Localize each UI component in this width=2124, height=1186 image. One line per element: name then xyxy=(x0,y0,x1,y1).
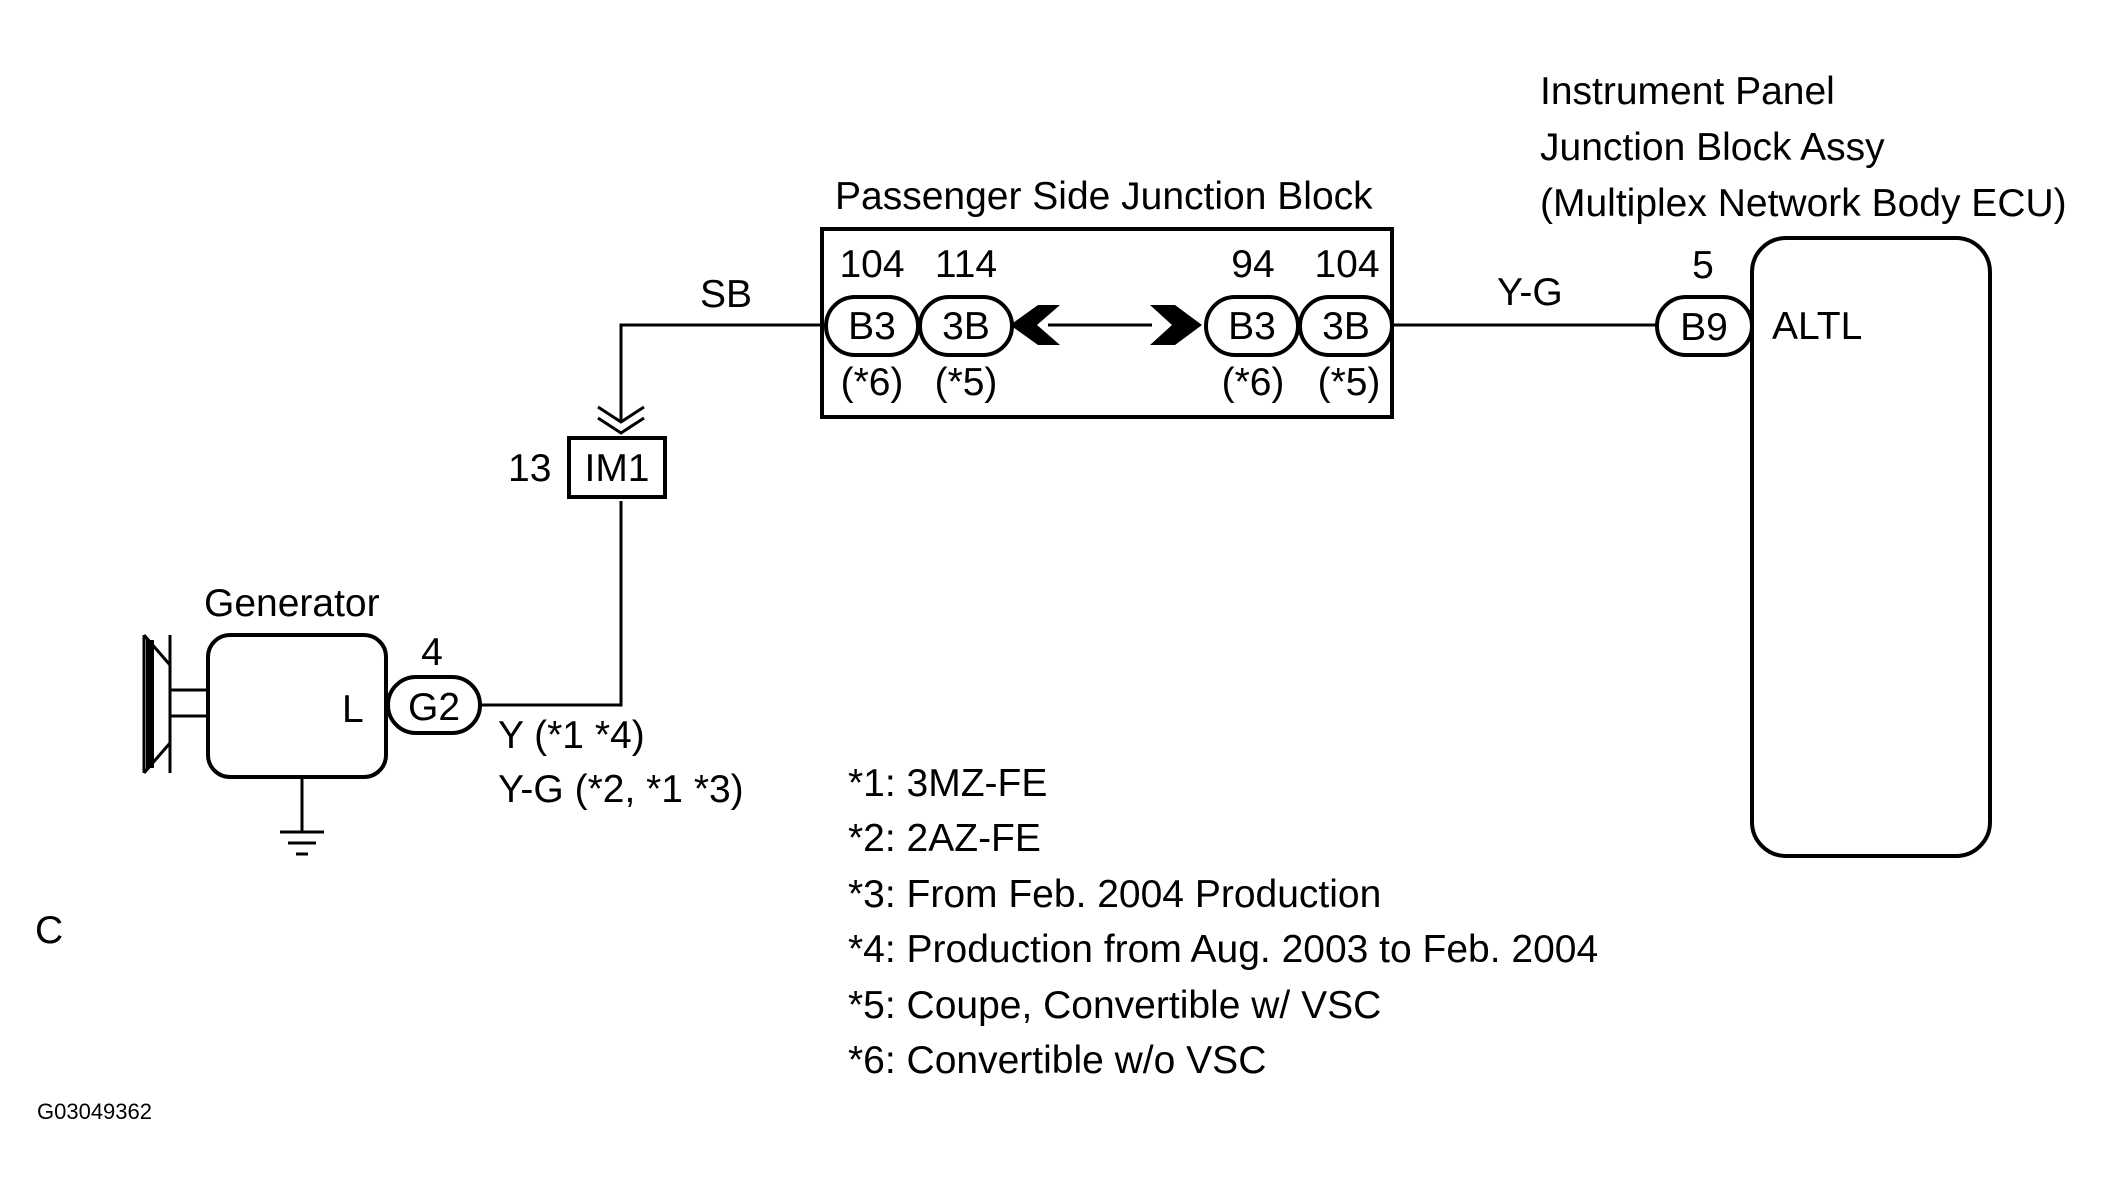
footnote-3: *3: From Feb. 2004 Production xyxy=(848,873,1381,916)
ecu-title-line1: Instrument Panel xyxy=(1540,70,1835,113)
junction-block: Passenger Side Junction Block 104 114 B3… xyxy=(820,175,1394,419)
jb-left-pin-1: 104 xyxy=(839,243,904,286)
connector-b9-label: B9 xyxy=(1680,306,1728,349)
ecu-terminal-altl: ALTL xyxy=(1772,305,1862,348)
jb-left-connector-2-label: 3B xyxy=(942,305,990,348)
jb-right-pin-1: 94 xyxy=(1231,243,1274,286)
connector-im1 xyxy=(567,436,667,499)
connector-im1-label: IM1 xyxy=(584,447,649,490)
jb-right-note-1: (*6) xyxy=(1222,361,1285,404)
footnote-5: *5: Coupe, Convertible w/ VSC xyxy=(848,984,1381,1027)
wire-generator xyxy=(480,501,623,707)
im1-chevron-icon-1 xyxy=(597,405,645,424)
wire-label-yg: Y-G xyxy=(1497,271,1563,314)
jb-right-pin-2: 104 xyxy=(1314,243,1379,286)
footnote-4: *4: Production from Aug. 2003 to Feb. 20… xyxy=(848,928,1598,971)
connector-g2-label: G2 xyxy=(408,686,460,729)
jb-left-pin-2: 114 xyxy=(935,243,997,286)
wire-label-generator-2: Y-G (*2, *1 *3) xyxy=(498,768,744,811)
jb-left-note-1: (*6) xyxy=(841,361,904,404)
im1-chevron-icon-2 xyxy=(597,416,645,435)
connector-g2 xyxy=(386,675,482,735)
ecu-title-line2: Junction Block Assy xyxy=(1540,126,1885,169)
page-marker: C xyxy=(35,909,63,952)
connector-b9 xyxy=(1655,295,1754,357)
generator-terminal-l: L xyxy=(342,688,364,731)
im1-pin: 13 xyxy=(508,447,551,490)
footnote-6: *6: Convertible w/o VSC xyxy=(848,1039,1266,1082)
footnotes: *1: 3MZ-FE *2: 2AZ-FE *3: From Feb. 2004… xyxy=(848,762,1598,1082)
im1-connector-group: IM1 13 xyxy=(508,405,667,499)
generator-body xyxy=(206,633,388,779)
jb-left-note-2: (*5) xyxy=(935,361,998,404)
generator: Generator L 4 G2 xyxy=(142,582,482,856)
wires xyxy=(480,323,1657,707)
jb-left-chevron-icon xyxy=(1010,305,1060,345)
ecu-pin: 5 xyxy=(1692,244,1714,287)
footnote-2: *2: 2AZ-FE xyxy=(848,817,1041,860)
pulley-icon xyxy=(142,634,208,774)
jb-right-note-2: (*5) xyxy=(1318,361,1381,404)
jb-left-connector-1-label: B3 xyxy=(848,305,896,348)
junction-block-box xyxy=(820,227,1394,419)
junction-block-title: Passenger Side Junction Block xyxy=(835,175,1373,218)
generator-pin: 4 xyxy=(421,631,443,674)
ecu-box xyxy=(1750,236,1992,858)
figure-code: G03049362 xyxy=(37,1099,152,1124)
ecu-title-line3: (Multiplex Network Body ECU) xyxy=(1540,182,2067,225)
wire-label-generator-1: Y (*1 *4) xyxy=(498,714,645,757)
wire-sb xyxy=(619,323,827,420)
jb-right-connector-1-label: B3 xyxy=(1228,305,1276,348)
jb-right-connector-2-label: 3B xyxy=(1322,305,1370,348)
footnote-1: *1: 3MZ-FE xyxy=(848,762,1047,805)
ground-icon xyxy=(280,777,324,856)
wire-label-sb: SB xyxy=(700,273,752,316)
generator-title: Generator xyxy=(204,582,380,625)
jb-right-connector-2 xyxy=(1298,295,1394,357)
jb-right-chevron-icon xyxy=(1150,305,1202,345)
ecu-block: Instrument Panel Junction Block Assy (Mu… xyxy=(1540,70,2067,858)
